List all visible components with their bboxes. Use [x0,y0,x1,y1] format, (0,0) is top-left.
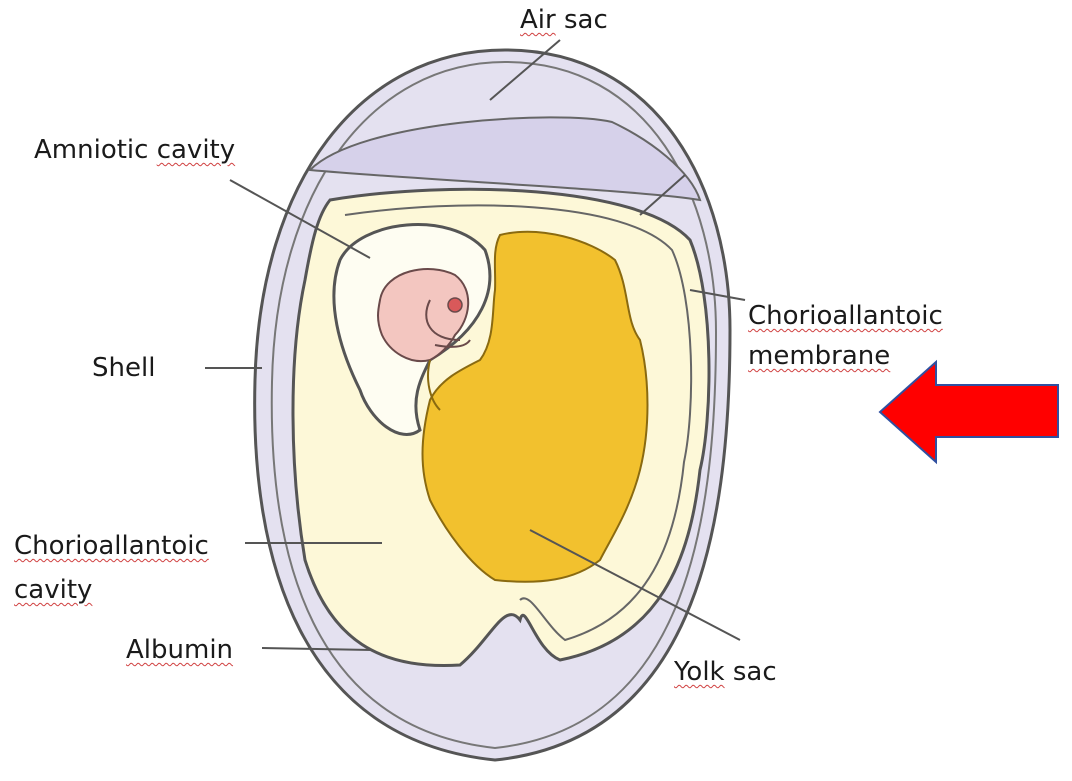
label-yolk-sac: Yolk sac [674,656,777,688]
label-amniotic-cavity: Amniotic cavity [34,134,235,166]
embryo-eye [448,298,462,312]
label-shell: Shell [92,352,155,384]
label-chorioallantoic-membrane: Chorioallantoic membrane [748,296,943,376]
label-chorioallantoic-cavity: Chorioallantoic cavity [14,524,209,612]
label-air-sac: Air sac [520,4,608,36]
red-arrow [880,362,1058,462]
label-albumin: Albumin [126,634,233,666]
